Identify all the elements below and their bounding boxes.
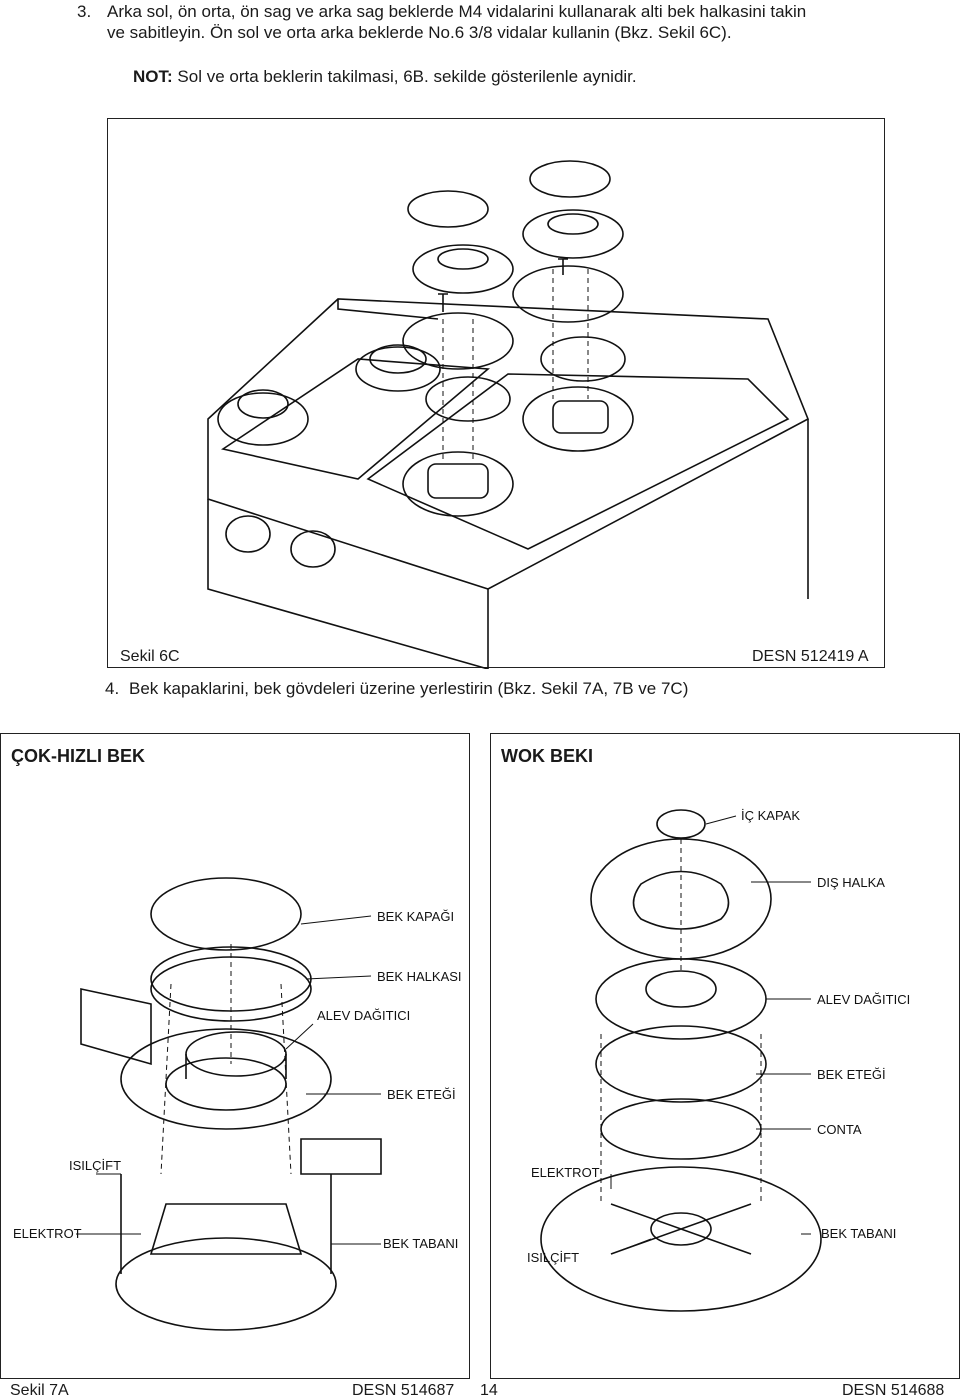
figure-7a-caption: Sekil 7A — [10, 1382, 69, 1399]
panel-right-title: WOK BEKI — [501, 746, 593, 766]
note-text: Sol ve orta beklerin takilmasi, 6B. seki… — [172, 67, 637, 86]
rapid-burner-illustration: BEK KAPAĞI BEK HALKASI ALEV DAĞITICI BEK… — [13, 877, 462, 1331]
figure-6c-code: DESN 512419 A — [752, 648, 869, 665]
page-number: 14 — [480, 1382, 498, 1399]
label-thermocouple: ISILÇİFT — [69, 1158, 121, 1173]
panel-left-title: ÇOK-HIZLI BEK — [11, 746, 145, 766]
label-ring: BEK HALKASI — [377, 969, 462, 984]
label-skirt: BEK ETEĞİ — [387, 1087, 456, 1102]
label-base: BEK TABANI — [383, 1236, 458, 1251]
label-thermocouple: ISILÇİFT — [527, 1250, 579, 1265]
step-3-line-2: ve sabitleyin. Ön sol ve orta arka bekle… — [107, 23, 732, 42]
label-electrode: ELEKTROT — [531, 1165, 600, 1180]
label-outer-ring: DIŞ HALKA — [817, 875, 885, 890]
note-paragraph: NOT: Sol ve orta beklerin takilmasi, 6B.… — [133, 67, 637, 87]
step-3-text: Arka sol, ön orta, ön sag ve arka sag be… — [107, 2, 807, 21]
wok-burner-illustration: İÇ KAPAK DIŞ HALKA ALEV DAĞITICI BEK ETE… — [527, 808, 910, 1312]
figure-6c-caption: Sekil 6C — [120, 648, 180, 665]
label-spreader: ALEV DAĞITICI — [817, 992, 910, 1007]
step-4-text: Bek kapaklarini, bek gövdeleri üzerine y… — [129, 679, 689, 698]
label-base: BEK TABANI — [821, 1226, 896, 1241]
cooktop-illustration — [207, 160, 810, 669]
label-cap: BEK KAPAĞI — [377, 909, 454, 924]
panel-right-burner: WOK BEKI İÇ KAPAK DIŞ HALKA ALEV DA — [490, 733, 960, 1379]
figure-wok-code: DESN 514688 — [842, 1382, 945, 1399]
step-4-number: 4. — [105, 679, 120, 698]
label-skirt: BEK ETEĞİ — [817, 1067, 886, 1082]
panel-left-burner: ÇOK-HIZLI BEK BEK KAPAĞI — [0, 733, 470, 1379]
label-inner-cap: İÇ KAPAK — [741, 808, 800, 823]
step-3-number: 3. — [77, 2, 92, 21]
figure-6c-frame — [107, 118, 885, 669]
label-electrode: ELEKTROT — [13, 1226, 82, 1241]
label-gasket: CONTA — [817, 1122, 862, 1137]
step-3-line-1: 3. Arka sol, ön orta, ön sag ve arka sag … — [77, 2, 807, 22]
figure-7a-code: DESN 514687 — [352, 1382, 455, 1399]
label-spreader: ALEV DAĞITICI — [317, 1008, 410, 1023]
note-label: NOT: — [133, 67, 173, 86]
step-4-line: 4. Bek kapaklarini, bek gövdeleri üzerine… — [105, 679, 689, 699]
